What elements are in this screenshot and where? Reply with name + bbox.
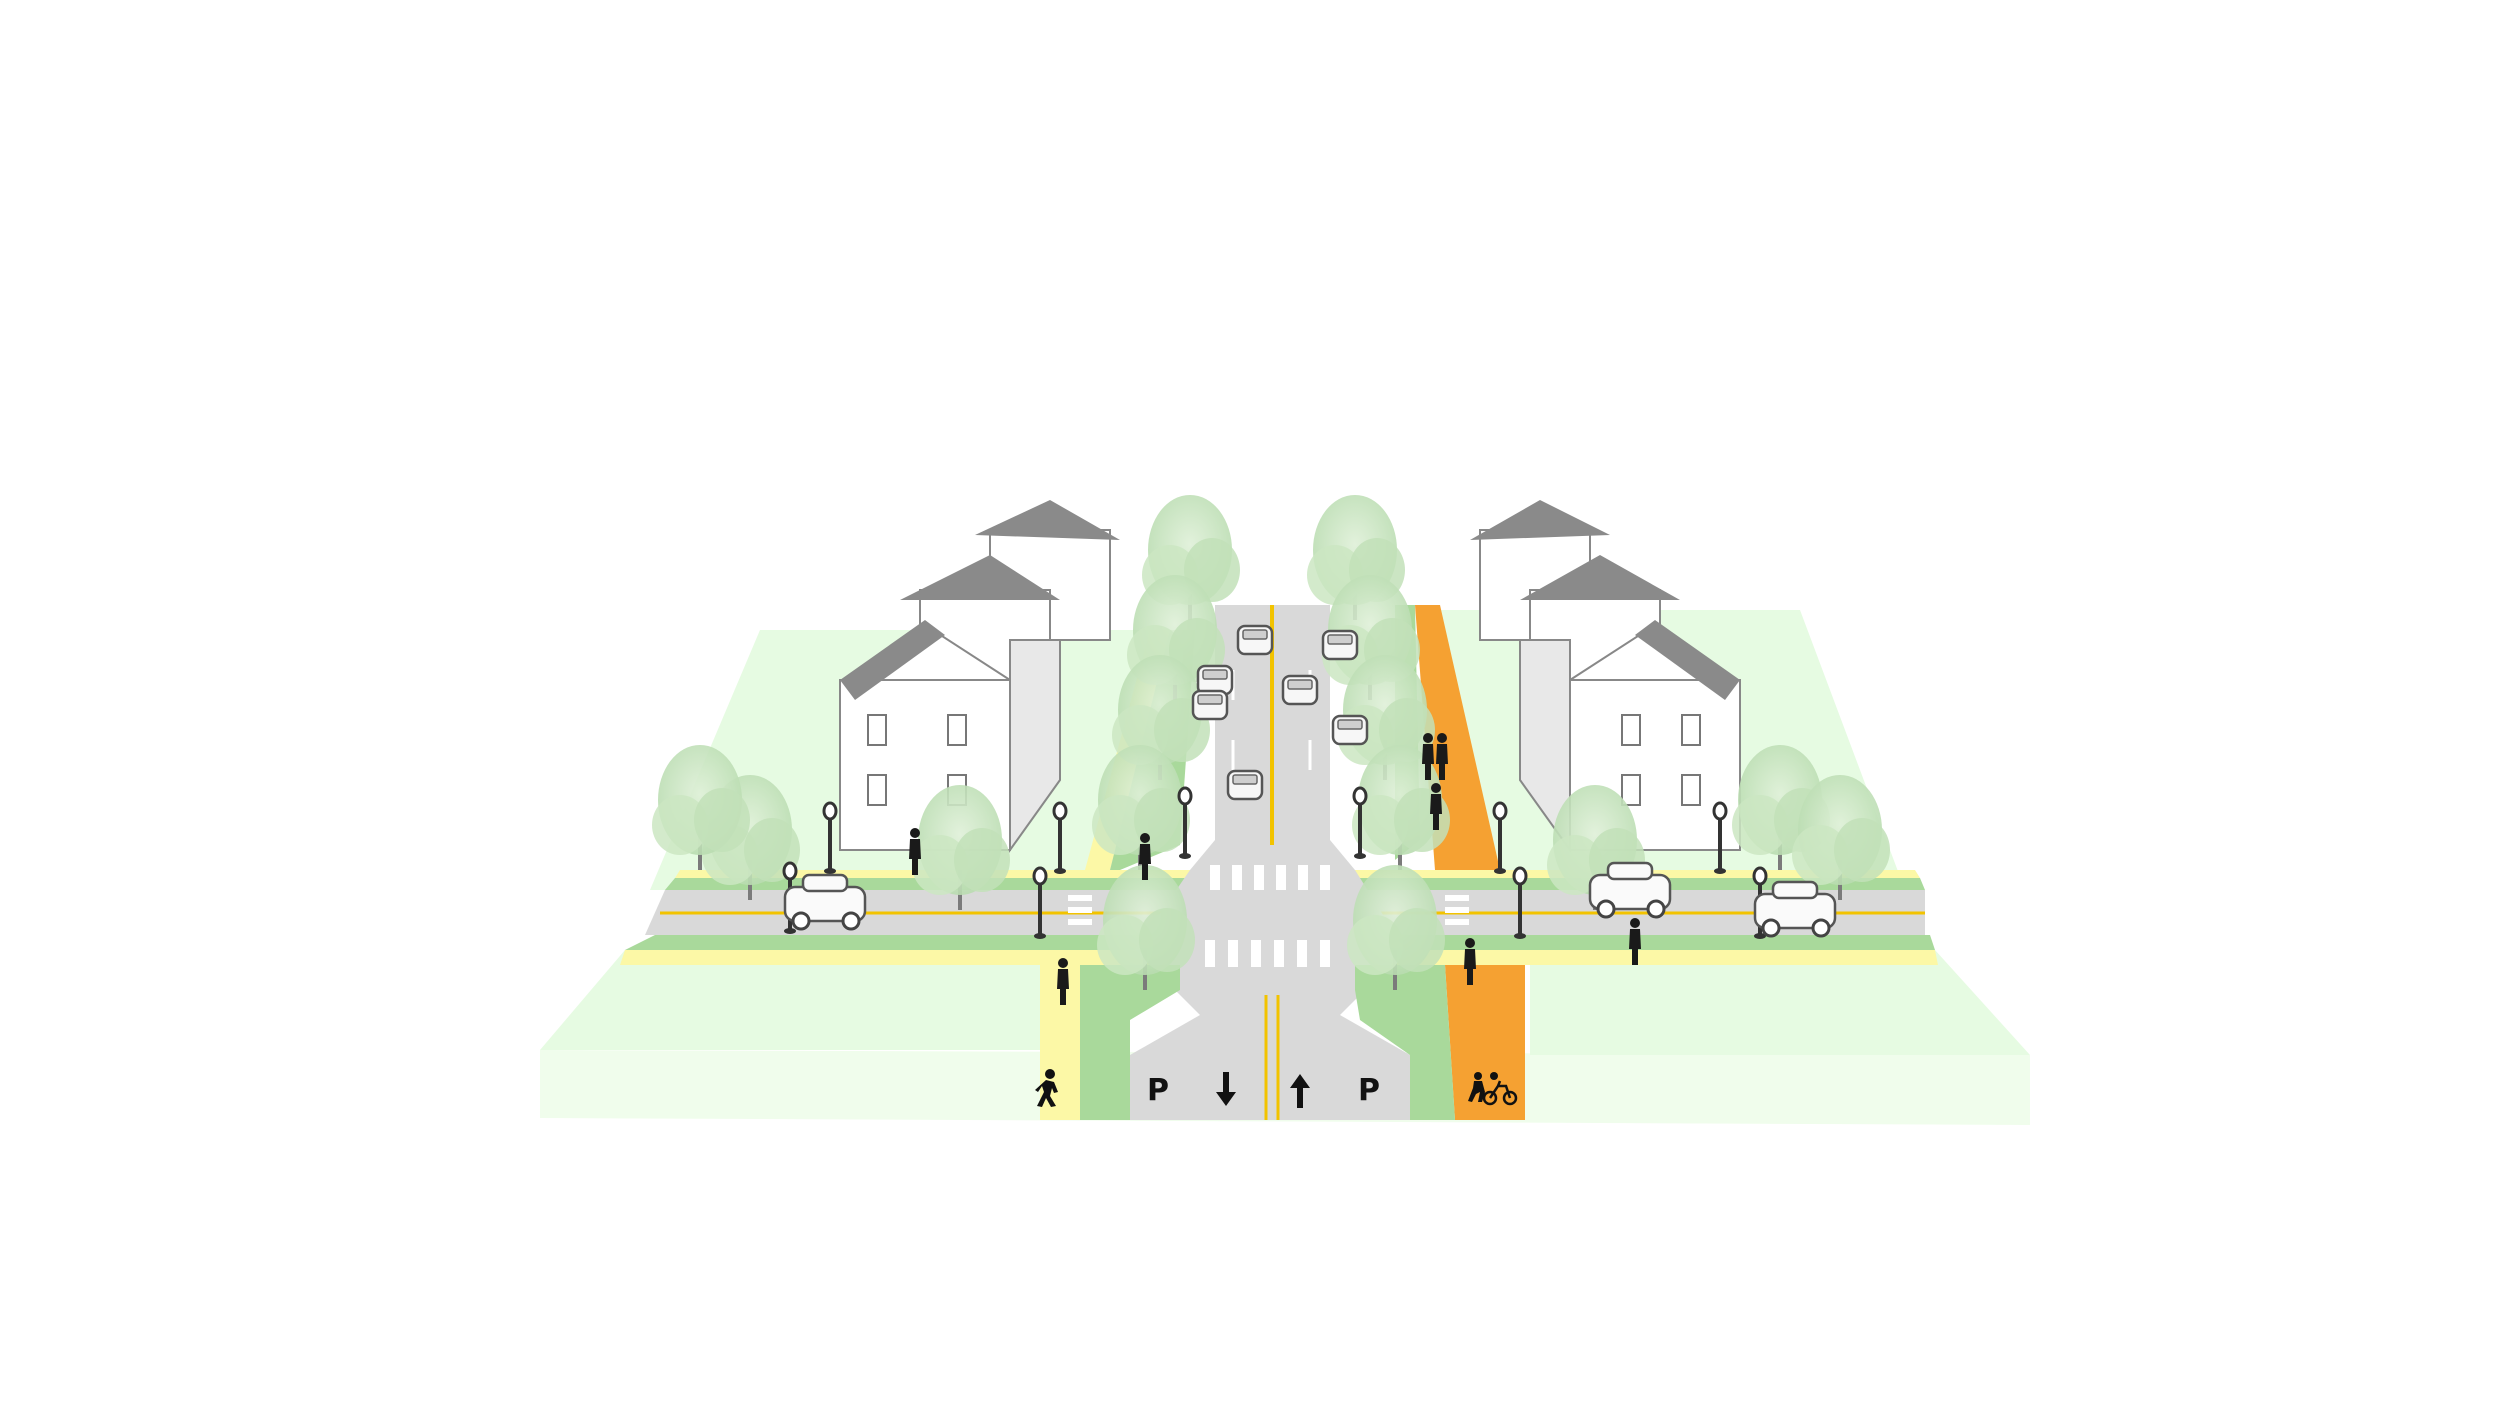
pedestrian-bicycle-icon	[1468, 1072, 1518, 1106]
parking-label-right: P	[1358, 1073, 1380, 1108]
pedestrian-icon-glyph	[1035, 1069, 1058, 1107]
up-arrow-icon	[1290, 1074, 1310, 1108]
parking-label-left: P	[1147, 1073, 1169, 1108]
down-arrow-icon	[1216, 1072, 1236, 1106]
lane-labels: P P	[1035, 1069, 1518, 1108]
